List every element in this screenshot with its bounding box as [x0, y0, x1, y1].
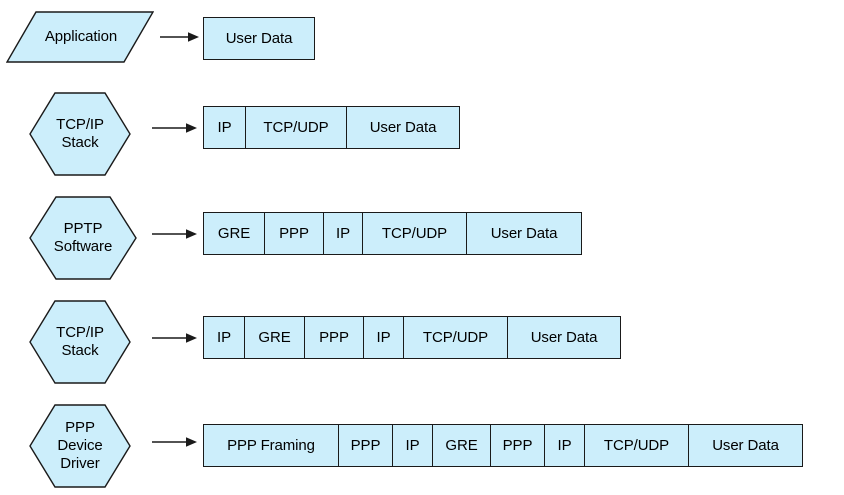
shape-label: PPP Device Driver [57, 419, 103, 472]
shape-ppp-device-driver: PPP Device Driver [29, 404, 131, 488]
packet-cell: TCP/UDP [363, 213, 467, 254]
packet-bar-tcp-ip-stack-lower: IP GRE PPP IP TCP/UDP User Data [203, 316, 621, 359]
packet-cell: IP [204, 107, 246, 148]
arrow-right-icon [152, 227, 198, 246]
shape-label: Application [44, 28, 118, 45]
arrow-right-icon [152, 331, 198, 350]
packet-cell: IP [545, 425, 585, 466]
diagram-row-pptp-software: PPTP Software GRE PPP IP TCP/UDP User Da… [0, 0, 844, 280]
packet-cell: PPP [305, 317, 364, 358]
shape-label: PPTP Software [53, 220, 113, 255]
shape-tcp-ip-stack-upper: TCP/IP Stack [29, 92, 131, 176]
diagram-row-tcp-ip-stack-upper: TCP/IP Stack IP TCP/UDP User Data [0, 0, 844, 176]
packet-cell: GRE [245, 317, 305, 358]
parallelogram-shape-icon [6, 11, 154, 63]
arrow-right-icon [152, 121, 198, 140]
packet-cell: User Data [689, 425, 802, 466]
diagram-row-tcp-ip-stack-lower: TCP/IP Stack IP GRE PPP IP TCP/UDP User … [0, 0, 844, 384]
packet-cell: IP [204, 317, 245, 358]
packet-cell: IP [364, 317, 404, 358]
packet-cell: User Data [347, 107, 459, 148]
hexagon-shape-icon [29, 300, 131, 384]
shape-pptp-software: PPTP Software [29, 196, 137, 280]
shape-label: TCP/IP Stack [56, 116, 104, 151]
packet-cell: TCP/UDP [585, 425, 689, 466]
packet-cell: PPP [491, 425, 545, 466]
packet-cell: IP [324, 213, 363, 254]
packet-cell: PPP Framing [204, 425, 339, 466]
packet-cell: PPP [265, 213, 324, 254]
packet-cell: User Data [508, 317, 620, 358]
packet-cell: User Data [204, 18, 314, 59]
arrow-right-icon [152, 435, 198, 454]
diagram-row-application: Application User Data [0, 0, 844, 100]
hexagon-shape-icon [29, 404, 131, 488]
packet-cell: PPP [339, 425, 393, 466]
hexagon-shape-icon [29, 92, 131, 176]
packet-cell: GRE [204, 213, 265, 254]
arrow-right-icon [160, 30, 200, 49]
packet-bar-tcp-ip-stack-upper: IP TCP/UDP User Data [203, 106, 460, 149]
packet-cell: TCP/UDP [404, 317, 508, 358]
shape-application: Application [6, 11, 154, 63]
shape-label: TCP/IP Stack [56, 324, 104, 359]
packet-bar-pptp-software: GRE PPP IP TCP/UDP User Data [203, 212, 582, 255]
packet-bar-application: User Data [203, 17, 315, 60]
hexagon-shape-icon [29, 196, 137, 280]
packet-cell: IP [393, 425, 433, 466]
packet-cell: TCP/UDP [246, 107, 347, 148]
packet-cell: GRE [433, 425, 491, 466]
shape-tcp-ip-stack-lower: TCP/IP Stack [29, 300, 131, 384]
packet-cell: User Data [467, 213, 581, 254]
packet-bar-ppp-device-driver: PPP Framing PPP IP GRE PPP IP TCP/UDP Us… [203, 424, 803, 467]
